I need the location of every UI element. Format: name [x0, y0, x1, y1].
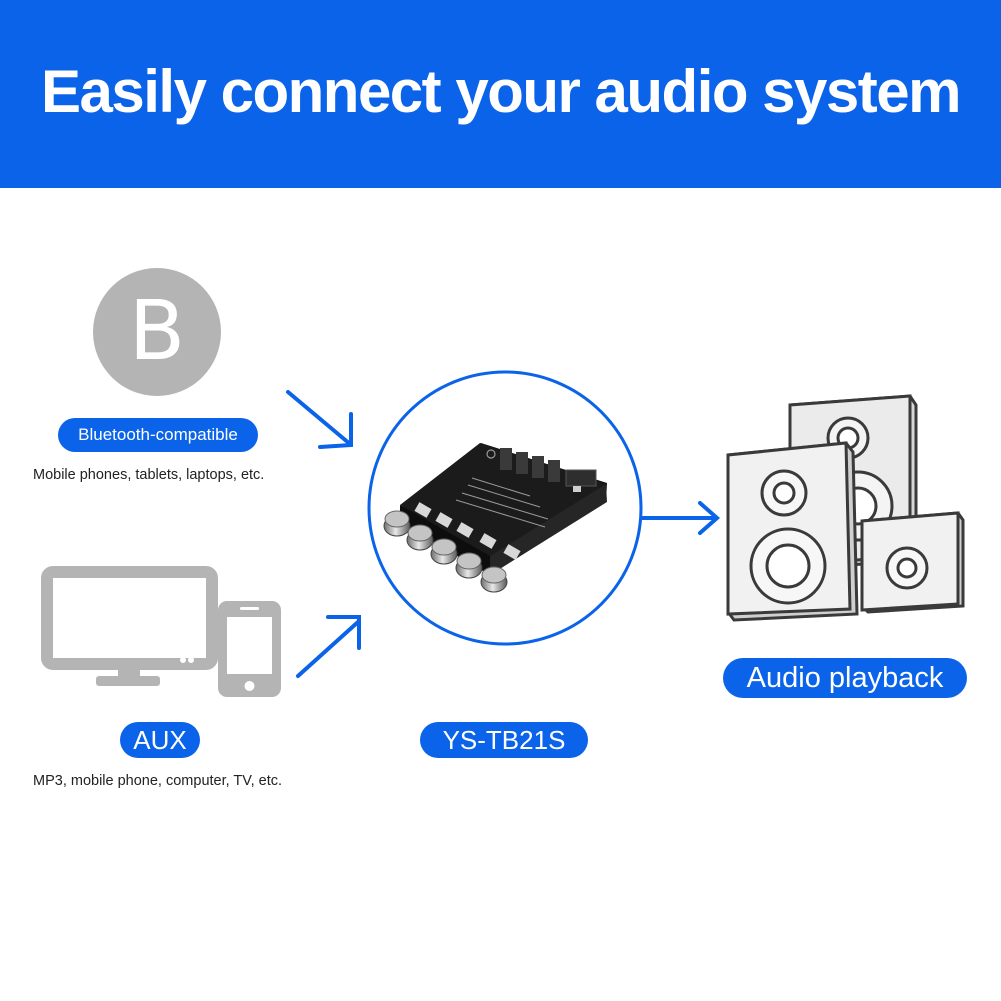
volume-knob-icon	[383, 510, 411, 537]
aux-description: MP3, mobile phone, computer, TV, etc.	[33, 773, 283, 789]
speakers-icon	[726, 394, 965, 622]
arrow-icon-amp-to-speakers	[638, 501, 721, 535]
phone-icon	[218, 601, 281, 697]
amplifier-board-icon	[383, 443, 607, 593]
aux-label: AUX	[120, 722, 200, 758]
bluetooth-badge-letter: B	[128, 284, 186, 379]
volume-knob-icon	[430, 538, 458, 565]
arrow-icon-bluetooth-to-amp	[286, 390, 353, 449]
bluetooth-icon: B	[93, 268, 221, 396]
audio-playback-label: Audio playback	[723, 658, 967, 698]
volume-knob-icon	[406, 524, 434, 551]
volume-knob-icon	[455, 552, 483, 579]
bluetooth-description: Mobile phones, tablets, laptops, etc.	[33, 467, 265, 483]
bluetooth-label: Bluetooth-compatible	[58, 418, 258, 452]
header-banner: Easily connect your audio system	[0, 0, 1001, 188]
monitor-icon	[41, 566, 218, 686]
page-title: Easily connect your audio system	[40, 58, 962, 125]
arrow-icon-aux-to-amp	[296, 615, 361, 678]
model-label: YS-TB21S	[420, 722, 588, 758]
volume-knob-icon	[480, 566, 508, 593]
